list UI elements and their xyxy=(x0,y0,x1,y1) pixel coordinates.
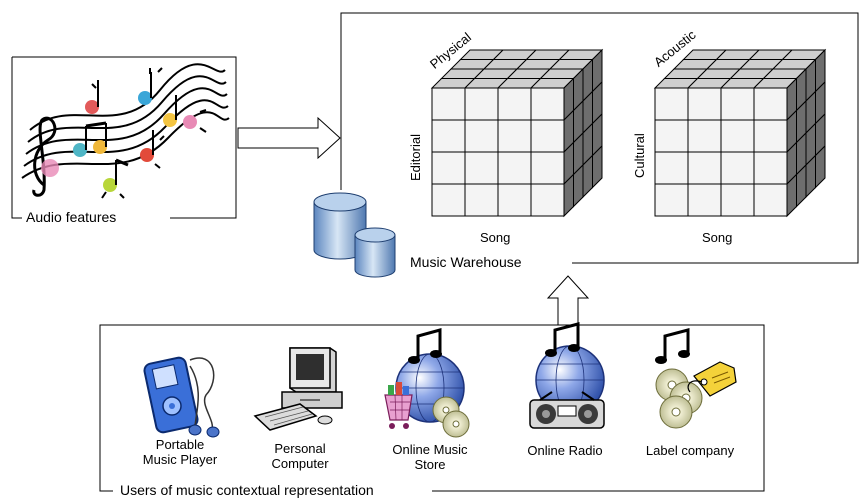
cube-front-cell xyxy=(431,119,466,153)
cube-front-cell xyxy=(431,183,466,217)
data-cube-1 xyxy=(430,48,604,218)
cube-side-cell xyxy=(815,144,826,189)
cube-front-cell xyxy=(687,151,722,185)
cube-front-cell xyxy=(654,183,689,217)
cube-front-cell xyxy=(720,119,755,153)
cube-front-cell xyxy=(497,119,532,153)
users-box xyxy=(99,324,765,492)
cube-front-cell xyxy=(530,151,565,185)
cube-front-cell xyxy=(687,183,722,217)
cube-1-side-label: Editorial xyxy=(408,134,423,181)
music-notes-icon xyxy=(21,63,230,199)
cube-front-cell xyxy=(687,87,722,121)
cube-front-cell xyxy=(654,119,689,153)
data-cube-2 xyxy=(653,48,827,218)
cube-front-cell xyxy=(720,87,755,121)
users-to-warehouse-arrow xyxy=(546,275,590,326)
online-radio-icon xyxy=(529,322,605,429)
cube-front-cell xyxy=(720,151,755,185)
cube-front-cell xyxy=(530,119,565,153)
cube-front-cell xyxy=(464,151,499,185)
cube-front-cell xyxy=(687,119,722,153)
cube-front-cell xyxy=(753,151,788,185)
cube-front-cell xyxy=(464,183,499,217)
cube-front-cell xyxy=(753,183,788,217)
cube-front-cell xyxy=(497,183,532,217)
audio-to-warehouse-arrow xyxy=(237,116,341,160)
audio-features-box xyxy=(11,56,237,219)
online-music-store-label: Online Music Store xyxy=(392,442,468,472)
cube-2-side-label: Cultural xyxy=(632,133,647,178)
cube-1-bottom-label: Song xyxy=(480,230,511,245)
cube-front-cell xyxy=(753,119,788,153)
cube-front-cell xyxy=(654,151,689,185)
cube-side-cell xyxy=(592,144,603,189)
cube-front-cell xyxy=(431,87,466,121)
cube-front-cell xyxy=(530,87,565,121)
label-company-label: Label company xyxy=(645,443,735,458)
cube-front-cell xyxy=(464,119,499,153)
online-music-store-icon xyxy=(384,328,470,438)
music-warehouse-box xyxy=(340,12,859,264)
audio-features-label: Audio features xyxy=(26,209,117,225)
cube-front-cell xyxy=(497,151,532,185)
users-box-label: Users of music contextual representation xyxy=(120,482,374,498)
cube-front-cell xyxy=(654,87,689,121)
cube-2-bottom-label: Song xyxy=(702,230,733,245)
database-icon xyxy=(313,192,396,278)
portable-music-player-label: Portable Music Player xyxy=(142,437,218,467)
cube-front-cell xyxy=(497,87,532,121)
portable-music-player-icon xyxy=(143,356,220,438)
cube-front-cell xyxy=(530,183,565,217)
label-company-icon xyxy=(655,328,737,429)
cube-front-cell xyxy=(720,183,755,217)
cube-front-cell xyxy=(431,151,466,185)
cube-front-cell xyxy=(753,87,788,121)
personal-computer-label: Personal Computer xyxy=(271,441,329,471)
cube-front-cell xyxy=(464,87,499,121)
personal-computer-icon xyxy=(253,347,343,431)
music-warehouse-label: Music Warehouse xyxy=(410,254,522,270)
online-radio-label: Online Radio xyxy=(527,443,603,458)
